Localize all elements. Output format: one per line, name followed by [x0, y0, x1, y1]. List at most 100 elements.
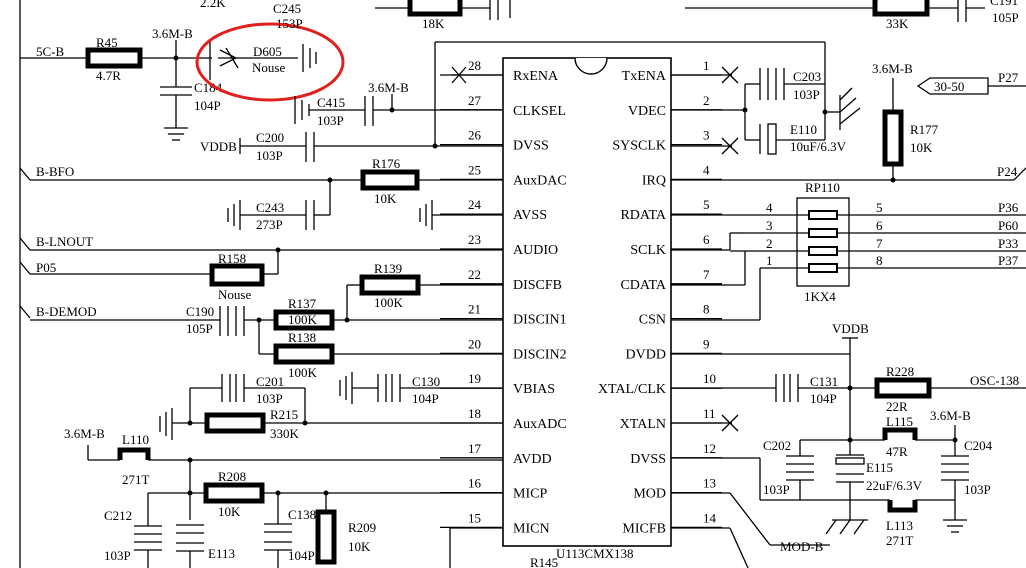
dvdd-section: VDDB: [671, 321, 869, 355]
flag-30-50: 30-50: [934, 79, 964, 94]
top-value-c: 33K: [886, 16, 909, 31]
c415-val: 103P: [317, 113, 344, 128]
c131-ref: C131: [810, 374, 838, 389]
pin-label: CSN: [639, 313, 666, 328]
c212-ref: C212: [104, 508, 132, 523]
net-5c-b: 5C-B: [36, 44, 65, 59]
pin-number: 15: [468, 510, 481, 525]
pin-label: DISCIN1: [513, 313, 567, 328]
r209-body: [315, 509, 337, 565]
r45-ref: R45: [96, 35, 118, 50]
pin-number: 4: [703, 162, 710, 177]
pin-number: 22: [468, 267, 481, 282]
pin-number: 6: [703, 232, 710, 247]
r138-ref: R138: [288, 330, 316, 345]
vbias-section: C201 103P C130 104P R215 330K: [159, 372, 503, 441]
nc-pin3: [671, 137, 739, 155]
pin-number: 10: [703, 371, 716, 386]
pin-label: AVSS: [513, 208, 547, 223]
pin-number: 19: [468, 371, 481, 386]
e115-ref: E115: [866, 460, 893, 475]
c202-val: 103P: [763, 482, 790, 497]
rp110-pin-l3: 2: [766, 236, 773, 251]
net-3v6-5: 3.6M-B: [930, 408, 971, 423]
net-3v6-3: 3.6M-B: [64, 426, 105, 441]
ic-body: [502, 57, 672, 547]
rp110-pin-r1: 5: [876, 200, 883, 215]
pin-label: DVDD: [626, 347, 666, 362]
pin-number: 14: [703, 510, 717, 525]
e113-ref: E113: [208, 546, 235, 561]
mod-section: MOD-B: [671, 492, 830, 568]
e110-ref: E110: [790, 122, 817, 137]
rp110-pin-r3: 7: [876, 236, 883, 251]
rp110-val: 1KX4: [804, 289, 836, 304]
r45-body: [85, 47, 143, 69]
r177-ref: R177: [910, 122, 939, 137]
nc-pin11: [671, 414, 739, 432]
r176-section: B-BFO R176 10K: [19, 156, 503, 215]
r45-val: 4.7R: [96, 68, 121, 83]
l110-ref: L110: [122, 432, 149, 447]
c203-val: 103P: [793, 87, 820, 102]
pin-label: MOD: [633, 487, 666, 502]
pin-label: DISCIN2: [513, 347, 567, 362]
net-vddb-right: VDDB: [832, 321, 869, 336]
l115-ref: L115: [886, 414, 913, 429]
r158-body: [209, 263, 265, 287]
c190-ref: C190: [186, 304, 214, 319]
c130-val: 104P: [412, 391, 439, 406]
net-osc: OSC-138: [970, 373, 1019, 388]
pin-number: 9: [703, 336, 710, 351]
pin-label: MICFB: [622, 521, 666, 536]
top-partial-components: 2.2K 18K 33K C191 105P: [200, 0, 1019, 31]
pin-number: 12: [703, 441, 716, 456]
net-3v6-4: 3.6M-B: [872, 61, 913, 76]
net-p36: P36: [998, 200, 1019, 215]
c200-section: VDDB C200 103P: [200, 41, 826, 163]
pin-label: RDATA: [620, 208, 666, 223]
top-value-b: 18K: [422, 16, 445, 31]
c138-ref: C138: [288, 507, 316, 522]
pin-number: 28: [468, 58, 481, 73]
rp110-pin-r2: 6: [876, 218, 883, 233]
pin-label: MICP: [513, 487, 547, 502]
r139-val: 100K: [374, 295, 404, 310]
pin-label: DVSS: [630, 452, 666, 467]
discriminator-section: B-DEMOD C190 105P R137 100K R139 100K R1…: [19, 261, 503, 380]
pin-number: 24: [468, 197, 482, 212]
c245-ref: C245: [273, 1, 301, 16]
c131-val: 104P: [810, 391, 837, 406]
r158-ref: R158: [218, 251, 246, 266]
nc-pin1: [671, 66, 739, 84]
vdec-section: C203 103P E110 10uF/6.3V: [671, 68, 861, 155]
pin-number: 16: [468, 476, 482, 491]
pin-number: 23: [468, 232, 481, 247]
c212-val: 103P: [104, 548, 131, 563]
r208-val: 10K: [218, 504, 241, 519]
r138-val: 100K: [288, 365, 318, 380]
r228-body: [874, 377, 932, 399]
c130-ref: C130: [412, 374, 440, 389]
net-mod-b: MOD-B: [780, 539, 824, 554]
c204-val: 103P: [964, 482, 991, 497]
d605-ref: D605: [253, 44, 282, 59]
ic-refdes: U113CMX138: [556, 546, 634, 561]
pin-label: SYSCLK: [612, 139, 666, 154]
xtal-section: C131 104P R228 22R OSC-138: [671, 354, 1026, 455]
e110-val: 10uF/6.3V: [790, 139, 847, 154]
c203-ref: C203: [793, 69, 821, 84]
r228-ref: R228: [886, 364, 914, 379]
net-p33: P33: [998, 236, 1018, 251]
d605-val: Nouse: [252, 60, 285, 75]
r177-val: 10K: [910, 140, 933, 155]
net-b-demod: B-DEMOD: [36, 304, 97, 319]
r176-ref: R176: [372, 156, 401, 171]
net-p27: P27: [998, 70, 1019, 85]
r209-ref: R209: [348, 520, 376, 535]
r158-val: Nouse: [218, 287, 251, 302]
r176-val: 10K: [374, 191, 397, 206]
net-vddb-left: VDDB: [200, 139, 237, 154]
pin-label: IRQ: [642, 173, 666, 188]
pin-number: 7: [703, 267, 710, 282]
